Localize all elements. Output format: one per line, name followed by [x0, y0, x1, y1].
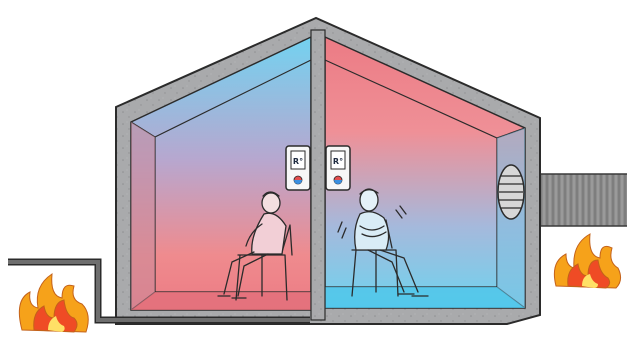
thermostat-right[interactable]: R°: [326, 146, 350, 190]
fire-left: [19, 274, 88, 332]
fire-right: [554, 234, 620, 288]
air-vent: [498, 165, 524, 219]
thermostat-left-label: R°: [293, 157, 303, 166]
thermostat-left[interactable]: R°: [286, 146, 310, 190]
dividing-wall: [311, 30, 325, 320]
thermostat-right-label: R°: [333, 157, 343, 166]
ventilation-duct: [540, 174, 627, 226]
